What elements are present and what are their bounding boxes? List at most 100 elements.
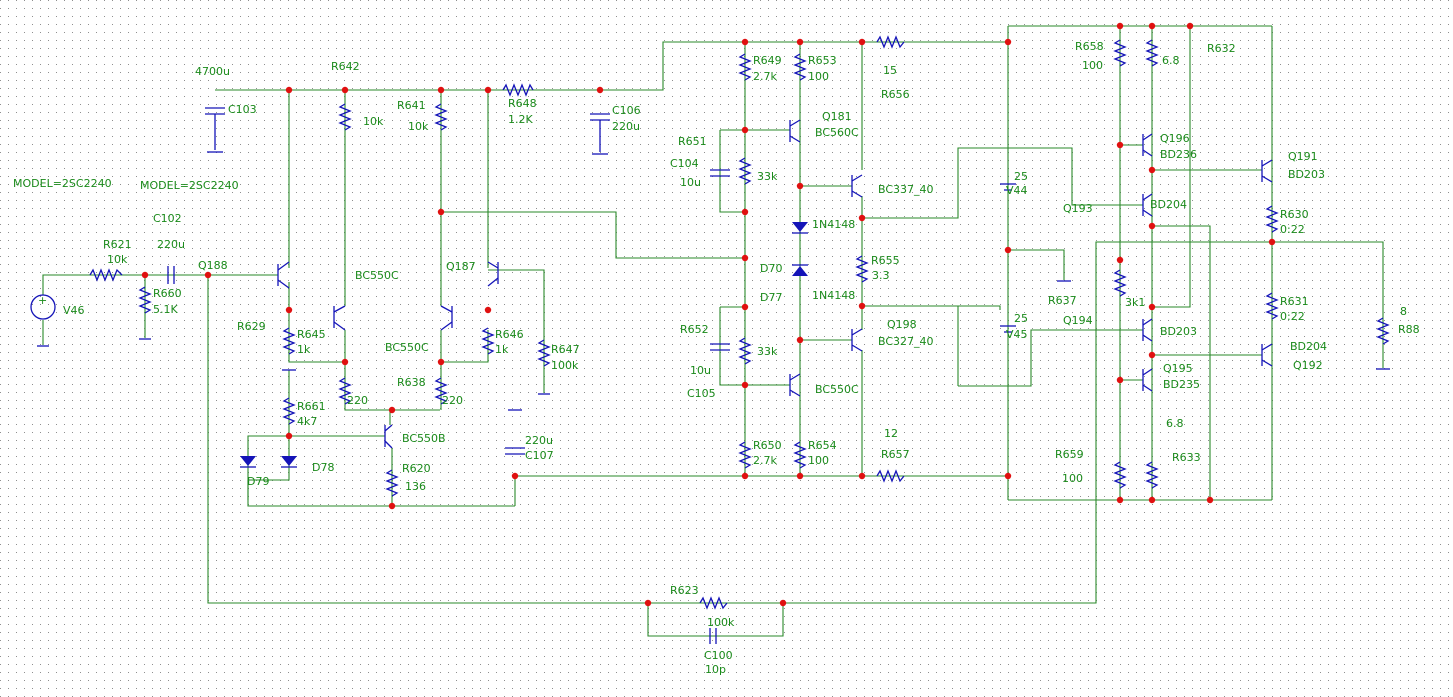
components: +	[30, 35, 1390, 644]
label-bc327: BC327_40	[878, 335, 934, 348]
label-r652-val: 33k	[757, 345, 778, 358]
label-r653: R653	[808, 54, 837, 67]
label-r658-val: 100	[1082, 59, 1103, 72]
svg-text:+: +	[38, 294, 47, 307]
label-d-1n4148-b: 1N4148	[812, 289, 855, 302]
label-r623: R623	[670, 584, 699, 597]
label-bd203-b: BD203	[1160, 325, 1197, 338]
label-v44: V44	[1006, 184, 1028, 197]
label-c105: C105	[687, 387, 716, 400]
label-r632: R632	[1207, 42, 1236, 55]
label-r656-val: 15	[883, 64, 897, 77]
label-r637: R637	[1048, 294, 1077, 307]
label-r657-val: 12	[884, 427, 898, 440]
label-r657: R657	[881, 448, 910, 461]
label-q192: Q192	[1293, 359, 1323, 372]
label-r647-val: 100k	[551, 359, 579, 372]
label-r630-val: 0:22	[1280, 223, 1305, 236]
label-bd204-a: BD204	[1150, 198, 1187, 211]
label-r634: 3k1	[1125, 296, 1145, 309]
label-v45-val: 25	[1014, 312, 1028, 325]
label-r631: R631	[1280, 295, 1309, 308]
label-bc550b: BC550B	[402, 432, 446, 445]
label-d77: D77	[760, 291, 782, 304]
label-c100: C100	[704, 649, 733, 662]
label-r638-val-a: 220	[347, 394, 368, 407]
label-bc550c-a: BC550C	[355, 269, 399, 282]
label-bc550c-b: BC550C	[385, 341, 429, 354]
label-r642: R642	[331, 60, 360, 73]
label-q196: Q196	[1160, 132, 1190, 145]
label-r646-val: 1k	[495, 343, 509, 356]
label-r645-val: 1k	[297, 343, 311, 356]
label-bd203-a: BD203	[1288, 168, 1325, 181]
label-r621-val: 10k	[107, 253, 128, 266]
label-c107-val: 220u	[525, 434, 553, 447]
label-r623-val: 100k	[707, 616, 735, 629]
label-r645: R645	[297, 328, 326, 341]
label-c104-val: 10u	[680, 176, 701, 189]
label-v46: V46	[63, 304, 85, 317]
label-v44-val: 25	[1014, 170, 1028, 183]
label-q194: Q194	[1063, 314, 1093, 327]
label-r651: R651	[678, 135, 707, 148]
label-r638-val-b: 220	[442, 394, 463, 407]
label-r652: R652	[680, 323, 709, 336]
label-r653-val: 100	[808, 70, 829, 83]
label-r88: R88	[1398, 323, 1420, 336]
label-r641-val: 10k	[408, 120, 429, 133]
label-d70: D70	[760, 262, 782, 275]
label-r620-val: 136	[405, 480, 426, 493]
label-r632-val: 6.8	[1162, 54, 1180, 67]
label-c104: C104	[670, 157, 699, 170]
label-q193: Q193	[1063, 202, 1093, 215]
label-r642-val: 10k	[363, 115, 384, 128]
label-r647: R647	[551, 343, 580, 356]
label-r646: R646	[495, 328, 524, 341]
label-q198: Q198	[887, 318, 917, 331]
label-r630: R630	[1280, 208, 1309, 221]
label-c102: C102	[153, 212, 182, 225]
label-r633: R633	[1172, 451, 1201, 464]
label-v45: V45	[1006, 328, 1028, 341]
label-q195: Q195	[1163, 362, 1193, 375]
label-c105-val: 10u	[690, 364, 711, 377]
label-r660: R660	[153, 287, 182, 300]
label-bd235: BD235	[1163, 378, 1200, 391]
label-r620: R620	[402, 462, 431, 475]
label-r641: R641	[397, 99, 426, 112]
label-c103: C103	[228, 103, 257, 116]
label-bd236: BD236	[1160, 148, 1197, 161]
label-r654: R654	[808, 439, 837, 452]
label-r638: R638	[397, 376, 426, 389]
label-q187: Q187	[446, 260, 476, 273]
label-r88-val: 8	[1400, 305, 1407, 318]
label-r654-val: 100	[808, 454, 829, 467]
label-model2: MODEL=2SC2240	[140, 179, 239, 192]
label-bc550c-c: BC550C	[815, 383, 859, 396]
label-r655-val: 3.3	[872, 269, 890, 282]
label-r650-val: 2.7k	[753, 454, 777, 467]
label-r649: R649	[753, 54, 782, 67]
label-r660-val: 5.1K	[153, 303, 178, 316]
label-r658: R658	[1075, 40, 1104, 53]
label-c107: C107	[525, 449, 554, 462]
label-r649-val: 2.7k	[753, 70, 777, 83]
label-d-1n4148-a: 1N4148	[812, 218, 855, 231]
label-r661-val: 4k7	[297, 415, 317, 428]
label-r633-val: 6.8	[1166, 417, 1184, 430]
label-c106: C106	[612, 104, 641, 117]
label-r656: R656	[881, 88, 910, 101]
label-r648: R648	[508, 97, 537, 110]
label-d78: D78	[312, 461, 334, 474]
label-r648-val: 1.2K	[508, 113, 533, 126]
junction-dots	[141, 22, 1276, 607]
label-bc337: BC337_40	[878, 183, 934, 196]
label-c106-val: 220u	[612, 120, 640, 133]
label-model1: MODEL=2SC2240	[13, 177, 112, 190]
label-r661: R661	[297, 400, 326, 413]
label-d79: D79	[247, 475, 269, 488]
label-q188: Q188	[198, 259, 228, 272]
